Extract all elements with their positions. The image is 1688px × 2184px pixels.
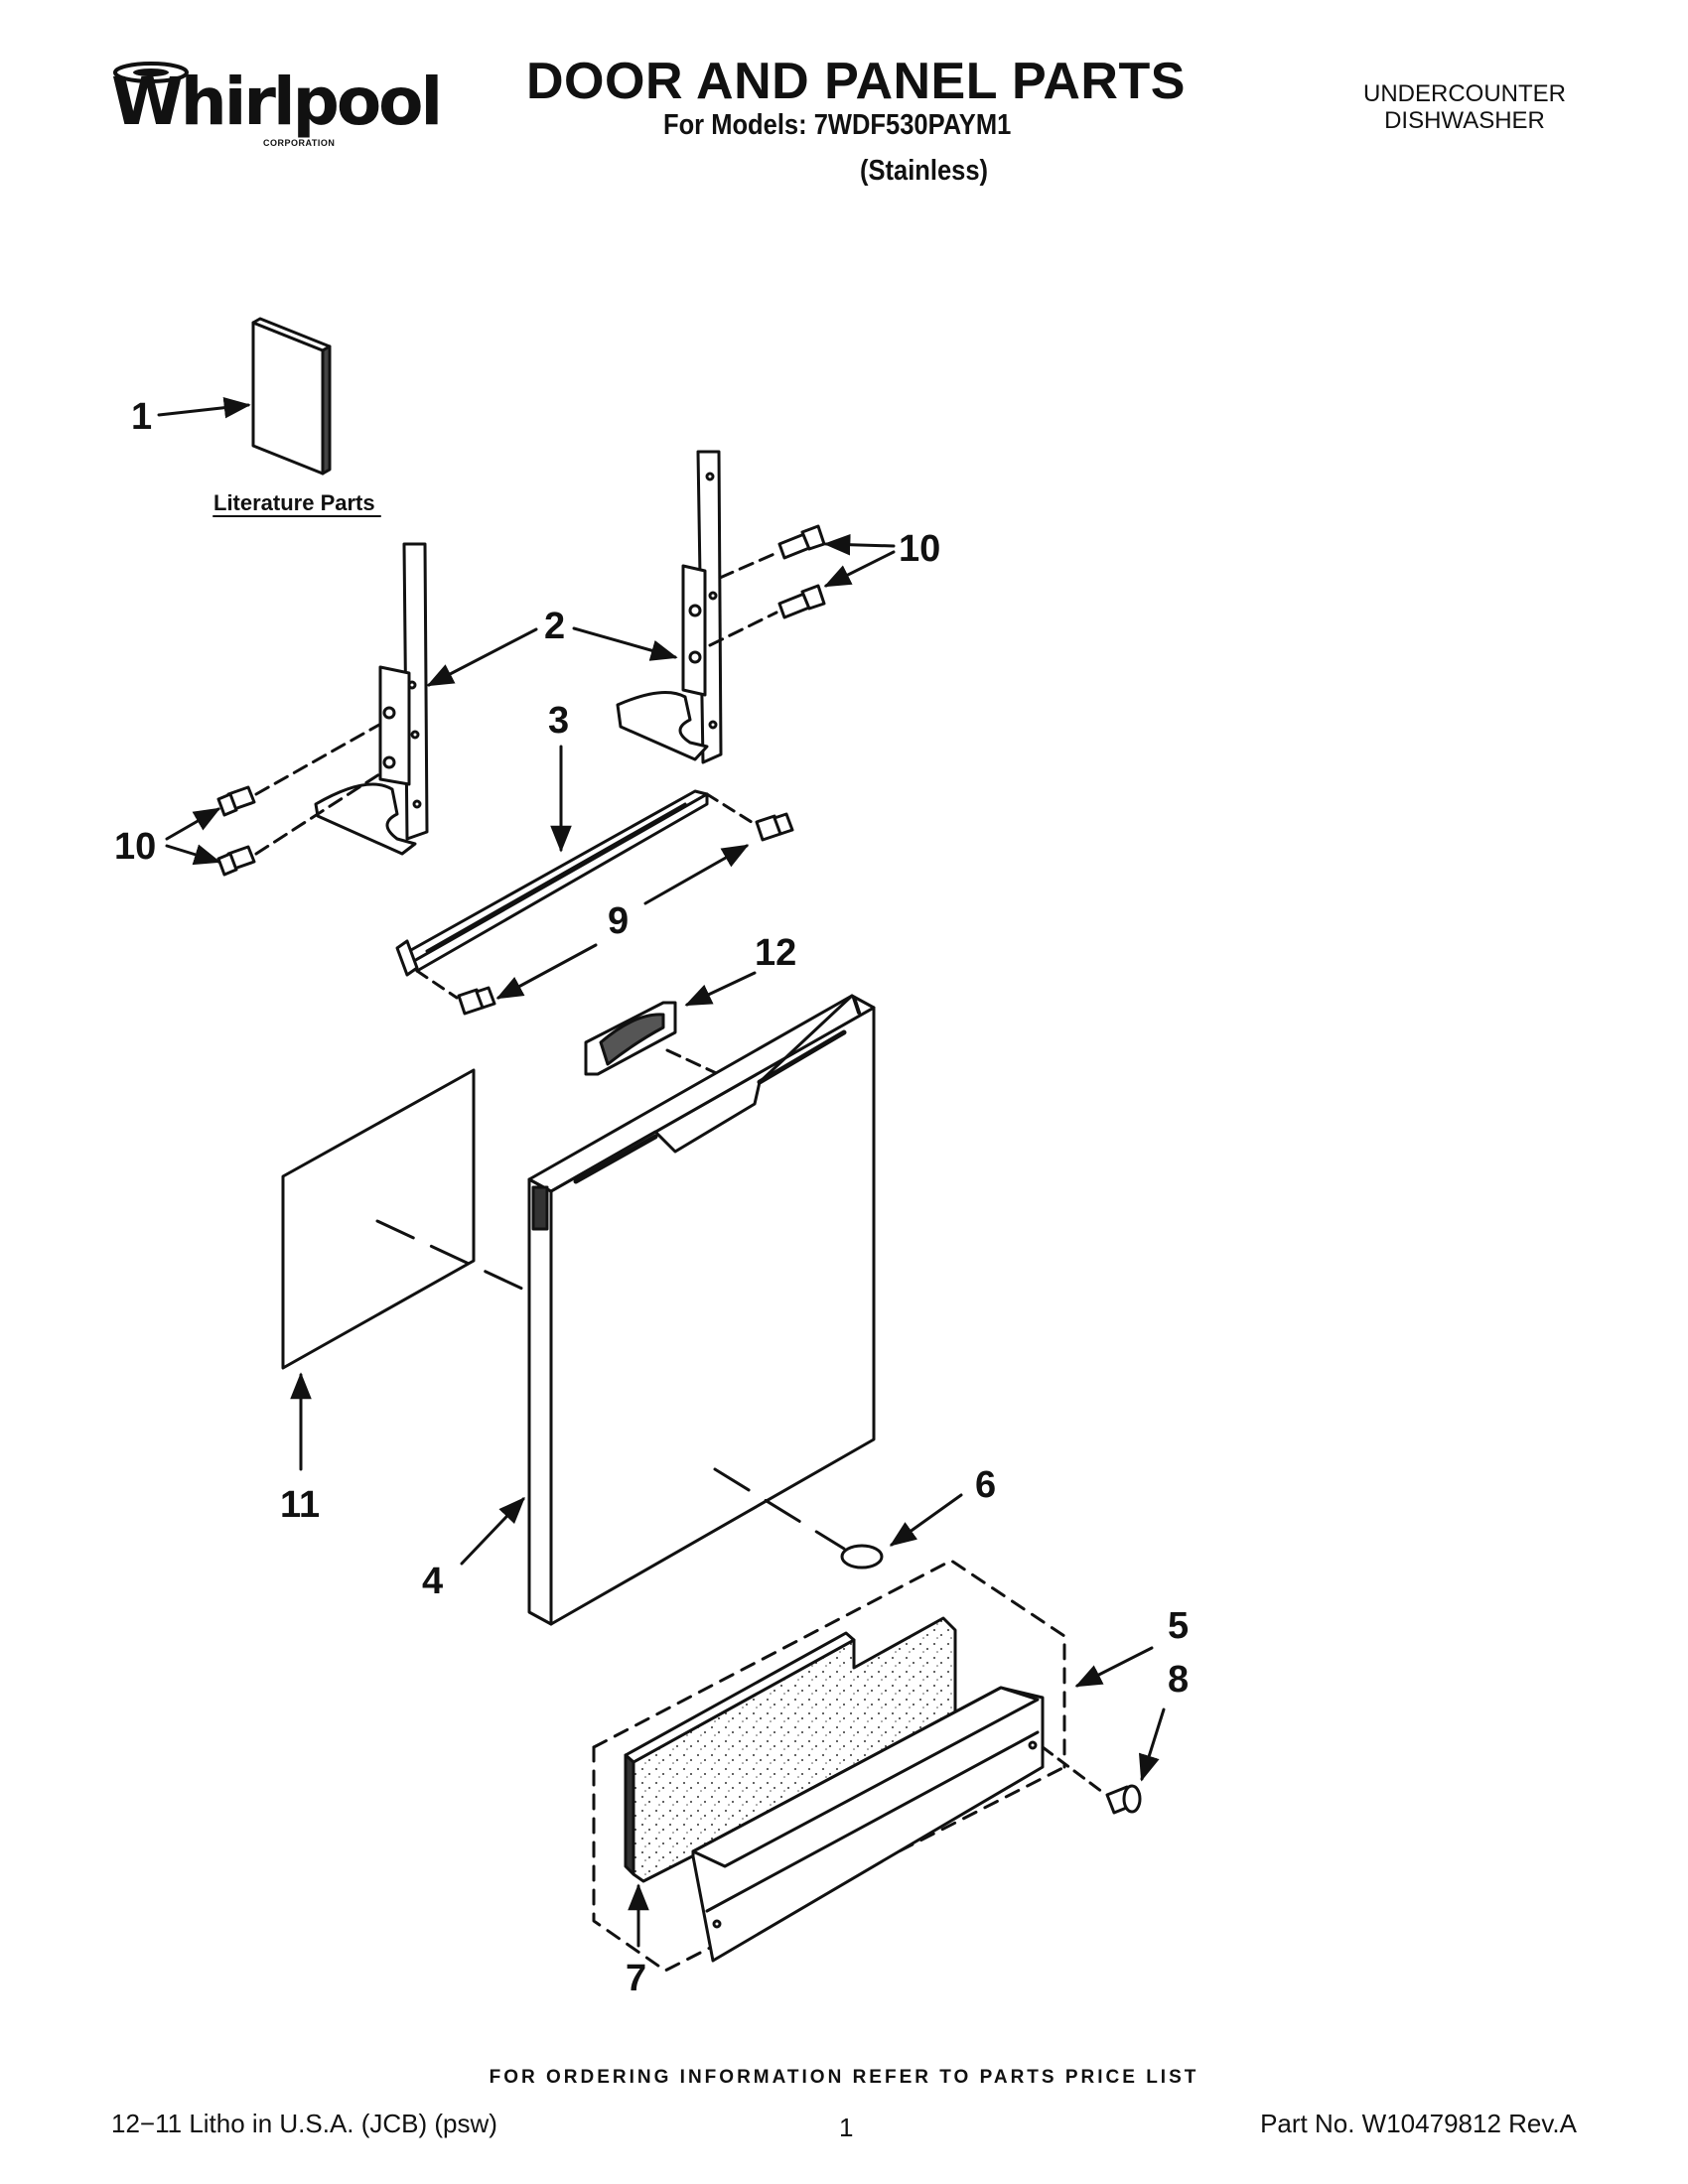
logo-swirl-icon [113,62,189,83]
rail-screws [457,812,794,1016]
foam-strip [624,1616,957,1883]
leader-10-left-a [165,807,221,841]
callout-5: 5 [1168,1605,1189,1647]
literature-parts-label: Literature Parts [213,490,375,515]
callout-4: 4 [422,1561,443,1602]
callout-7: 7 [626,1958,646,1999]
leader-2-left [426,627,538,687]
leader-12 [684,971,757,1007]
rail-screw-path-left [415,969,459,1000]
sheet-path [375,1219,528,1293]
screw-path-right-1 [718,551,778,580]
kick-panel [691,1686,1045,1963]
page-number: 1 [839,2113,854,2142]
callout-10-left: 10 [114,826,156,868]
callout-2: 2 [544,606,565,647]
assembly-box-top [592,1559,1066,1769]
leader-4 [460,1497,525,1566]
model-number: For Models: 7WDF530PAYM1 [663,109,1012,141]
appliance-type-line2: DISHWASHER [1384,107,1545,134]
part-number: Part No. W10479812 Rev.A [1260,2109,1577,2138]
door-panel [527,994,876,1626]
oval-plug [840,1544,884,1570]
brand-subtitle: CORPORATION [263,138,336,148]
callout-8: 8 [1168,1659,1189,1701]
screw-path-left-2 [254,772,381,856]
page-title: DOOR AND PANEL PARTS [526,53,1186,110]
leader-9-left [495,943,598,1000]
screw-path-kick [1041,1745,1104,1794]
leader-2-right [572,626,678,661]
leader-9-right [643,844,750,905]
callout-10-right: 10 [899,528,940,570]
screw-path-left-1 [254,723,381,796]
literature-booklet [251,317,332,476]
leader-6 [889,1493,963,1547]
print-info: 12−11 Litho in U.S.A. (JCB) (psw) [111,2109,497,2138]
callout-9: 9 [608,900,629,942]
brand-name: Whirlpool [111,64,443,140]
screws-right [777,524,826,619]
hinge-bracket-right [616,450,723,764]
callout-11: 11 [280,1484,320,1526]
model-variant: (Stainless) [860,155,989,187]
channel-rail [395,789,709,977]
rail-screw-path-right [705,792,757,826]
callout-1: 1 [131,396,152,438]
callout-12: 12 [755,932,796,974]
callout-3: 3 [548,700,569,742]
hinge-bracket-left [314,542,429,856]
leader-1 [157,396,251,419]
handle-path [665,1048,759,1094]
leader-5 [1074,1646,1154,1688]
appliance-type-line1: UNDERCOUNTER [1363,80,1566,107]
panel-screw [1105,1784,1142,1815]
ordering-info: FOR ORDERING INFORMATION REFER TO PARTS … [489,2067,1199,2088]
plug-path [713,1467,846,1551]
leader-10-left-b [165,844,221,866]
leader-8 [1138,1707,1166,1782]
leader-10-right-a [823,533,896,556]
callout-6: 6 [975,1464,996,1506]
screws-left [216,785,256,877]
insulation-sheet [281,1068,476,1370]
exploded-parts-diagram: 1 Literature Parts 2 10 [114,317,1189,1999]
door-handle [584,1001,677,1076]
screw-path-right-2 [708,611,778,647]
leader-10-right-b [823,550,896,588]
